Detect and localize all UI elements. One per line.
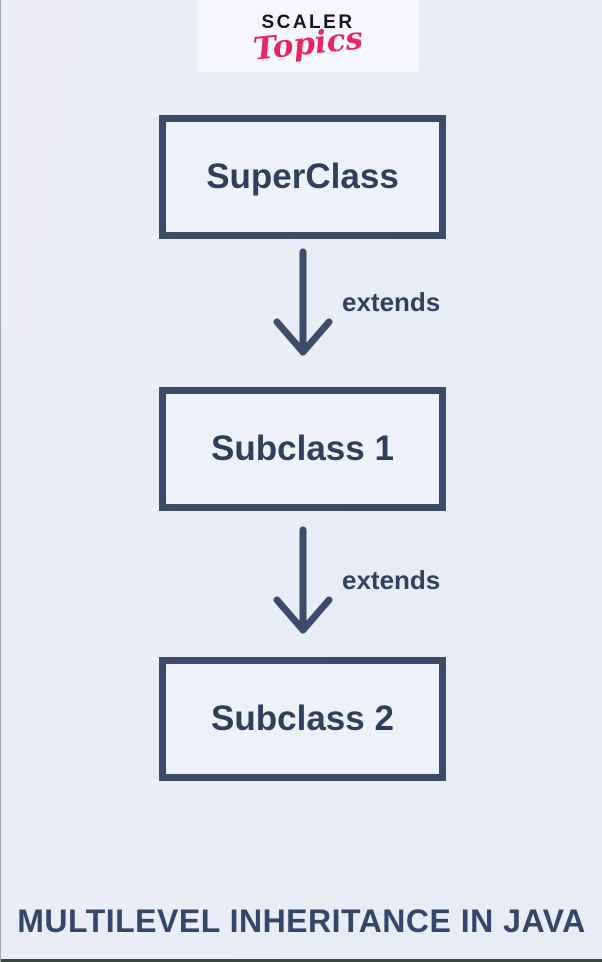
diagram-caption: MULTILEVEL INHERITANCE IN JAVA (17, 903, 586, 939)
logo-brand-text: SCALER (261, 12, 355, 33)
node-subclass1: Subclass 1 (159, 387, 446, 511)
scaler-topics-logo: SCALER Topics (197, 0, 419, 72)
node-subclass2: Subclass 2 (159, 657, 446, 781)
node-subclass1-label: Subclass 1 (211, 429, 394, 468)
bottom-edge-strip (1, 959, 602, 962)
extends-arrow-2 (273, 526, 333, 634)
extends-label-2: extends (342, 565, 441, 595)
node-superclass-label: SuperClass (206, 157, 399, 196)
extends-label-1: extends (342, 287, 441, 317)
node-subclass2-label: Subclass 2 (211, 699, 394, 738)
node-superclass: SuperClass (159, 115, 446, 239)
extends-arrow-1 (273, 248, 333, 356)
